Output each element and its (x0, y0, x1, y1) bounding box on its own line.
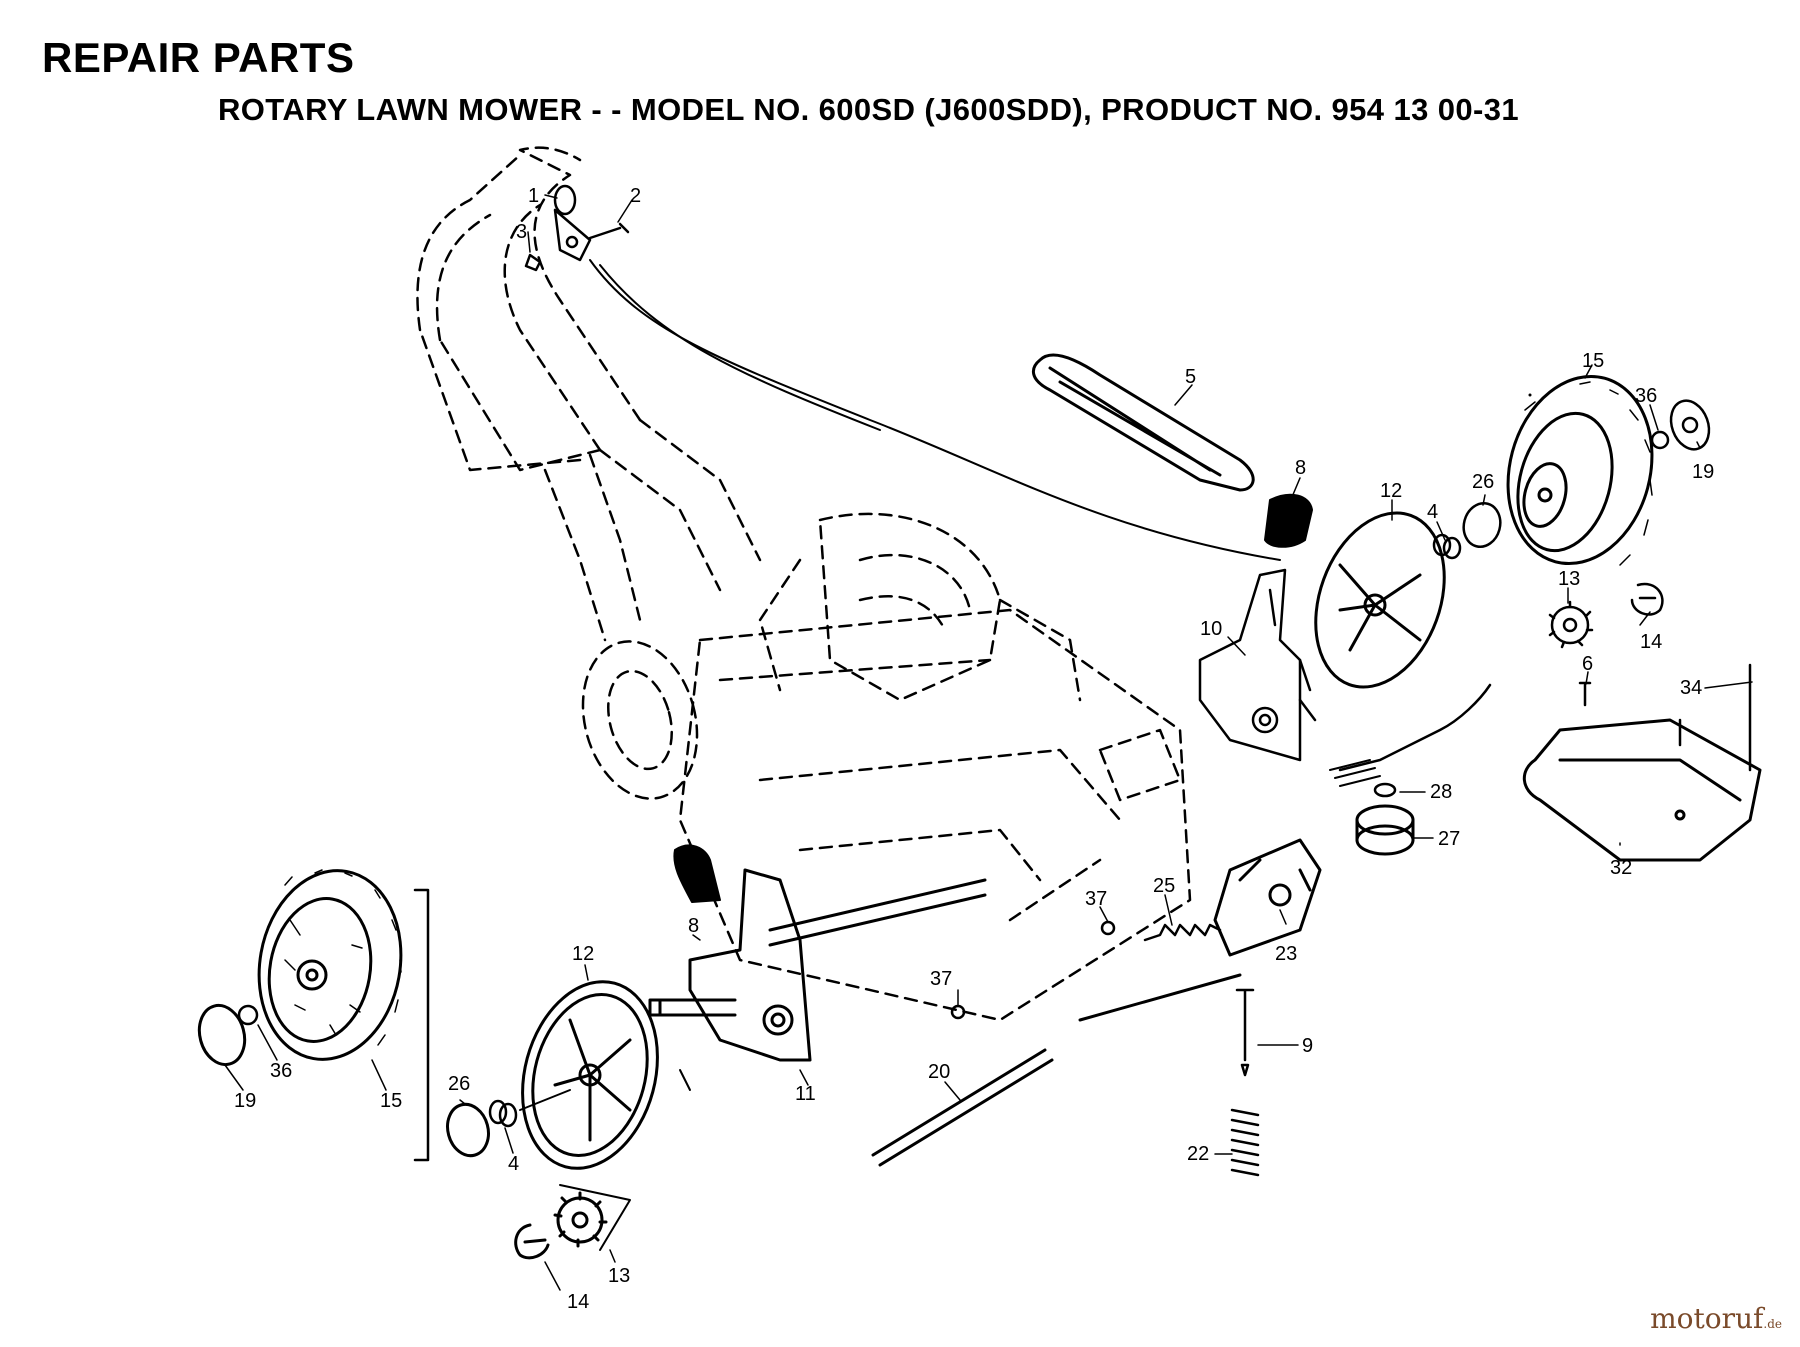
label-part-26-lower: 26 (448, 1073, 470, 1095)
watermark-tld: .de (1763, 1317, 1782, 1331)
watermark-brand: motoruf (1650, 1302, 1764, 1335)
upper-right-wheel (1506, 374, 1654, 566)
label-part-20: 20 (928, 1061, 950, 1083)
label-part-36-upper: 36 (1635, 385, 1657, 407)
label-part-14-upper: 14 (1640, 631, 1662, 653)
lower-wheel-nut (237, 1004, 259, 1026)
label-part-19-lower: 19 (234, 1090, 256, 1112)
upper-wheel-tread (1524, 381, 1653, 566)
label-part-11: 11 (795, 1083, 816, 1105)
drive-cable (1338, 683, 1492, 772)
lower-left-wheel (257, 869, 403, 1061)
lower-spring-washers (488, 1099, 518, 1128)
upper-pinion-gear (1548, 600, 1594, 649)
upper-hub-cap (1669, 399, 1711, 451)
label-part-4-lower: 4 (508, 1153, 519, 1175)
label-part-26-upper: 26 (1472, 471, 1494, 493)
rear-drive-shaft (1078, 973, 1242, 1022)
label-part-15-lower: 15 (380, 1090, 402, 1112)
upper-wheel-nut (1650, 430, 1670, 450)
axle-tube (871, 1048, 1054, 1167)
label-part-27: 27 (1438, 828, 1460, 850)
upper-retaining-clip (1630, 582, 1664, 616)
page-title: REPAIR PARTS (42, 34, 355, 81)
label-part-25: 25 (1153, 875, 1175, 897)
transmission (1213, 838, 1322, 957)
label-part-22: 22 (1187, 1143, 1209, 1165)
upper-cover-pad (1264, 493, 1313, 548)
bail-screw (588, 222, 630, 240)
leader-lines (224, 194, 1753, 1291)
watermark: motoruf.de (1650, 1302, 1782, 1335)
drive-belt (1031, 353, 1255, 492)
label-part-13-upper: 13 (1558, 568, 1580, 590)
lower-cover-pad (673, 844, 721, 903)
lower-retaining-clip (514, 1223, 550, 1260)
label-part-32: 32 (1610, 857, 1632, 879)
label-part-9: 9 (1302, 1035, 1313, 1057)
label-part-34: 34 (1680, 677, 1702, 699)
label-part-4-upper: 4 (1427, 501, 1438, 523)
label-part-14-lower: 14 (567, 1291, 589, 1313)
label-part-37-right: 37 (1085, 888, 1107, 910)
label-part-13-lower: 13 (608, 1265, 630, 1287)
label-part-12-lower: 12 (572, 943, 594, 965)
lower-washer (446, 1102, 490, 1158)
height-bolt (1235, 988, 1255, 1077)
label-part-10: 10 (1200, 618, 1222, 640)
label-part-12-upper: 12 (1380, 480, 1402, 502)
label-part-8-lower: 8 (688, 915, 699, 937)
label-part-37-left: 37 (930, 968, 952, 990)
control-bail (553, 184, 592, 262)
label-part-3: 3 (516, 221, 527, 243)
upper-washer (1462, 501, 1502, 549)
height-spring (1230, 1108, 1260, 1177)
roller (1355, 804, 1415, 856)
upper-wheel-cap (1314, 511, 1446, 689)
bail-nut (524, 253, 542, 272)
nut-37-left (950, 1004, 966, 1020)
assembly-bracket-line (413, 888, 430, 1162)
lower-wheel-hubcap (521, 980, 659, 1170)
small-bolt (1578, 681, 1592, 707)
rear-shield (1522, 718, 1762, 862)
label-part-1: 1 (528, 185, 539, 207)
rear-axle (768, 878, 987, 947)
label-part-15-upper: 15 (1582, 350, 1604, 372)
label-part-8-upper: 8 (1295, 457, 1306, 479)
left-height-bracket (648, 868, 812, 1062)
control-cable (589, 259, 1281, 561)
nut-37-right (1100, 920, 1116, 936)
lower-wheel-tread (284, 869, 402, 1046)
model-subtitle: ROTARY LAWN MOWER - - MODEL NO. 600SD (J… (218, 92, 1520, 127)
tension-spring (1143, 923, 1222, 942)
label-part-2: 2 (630, 185, 641, 207)
label-part-23: 23 (1275, 943, 1297, 965)
right-height-bracket (1198, 568, 1317, 762)
mower-body-outline (416, 146, 1192, 1022)
label-part-28: 28 (1430, 781, 1452, 803)
label-part-5: 5 (1185, 366, 1196, 388)
label-part-19-upper: 19 (1692, 461, 1714, 483)
spacer (1373, 782, 1397, 798)
lower-hub-cap (197, 1003, 247, 1067)
lower-pinion-gear (553, 1191, 608, 1248)
label-part-36-lower: 36 (270, 1060, 292, 1082)
label-part-6: 6 (1582, 653, 1593, 675)
